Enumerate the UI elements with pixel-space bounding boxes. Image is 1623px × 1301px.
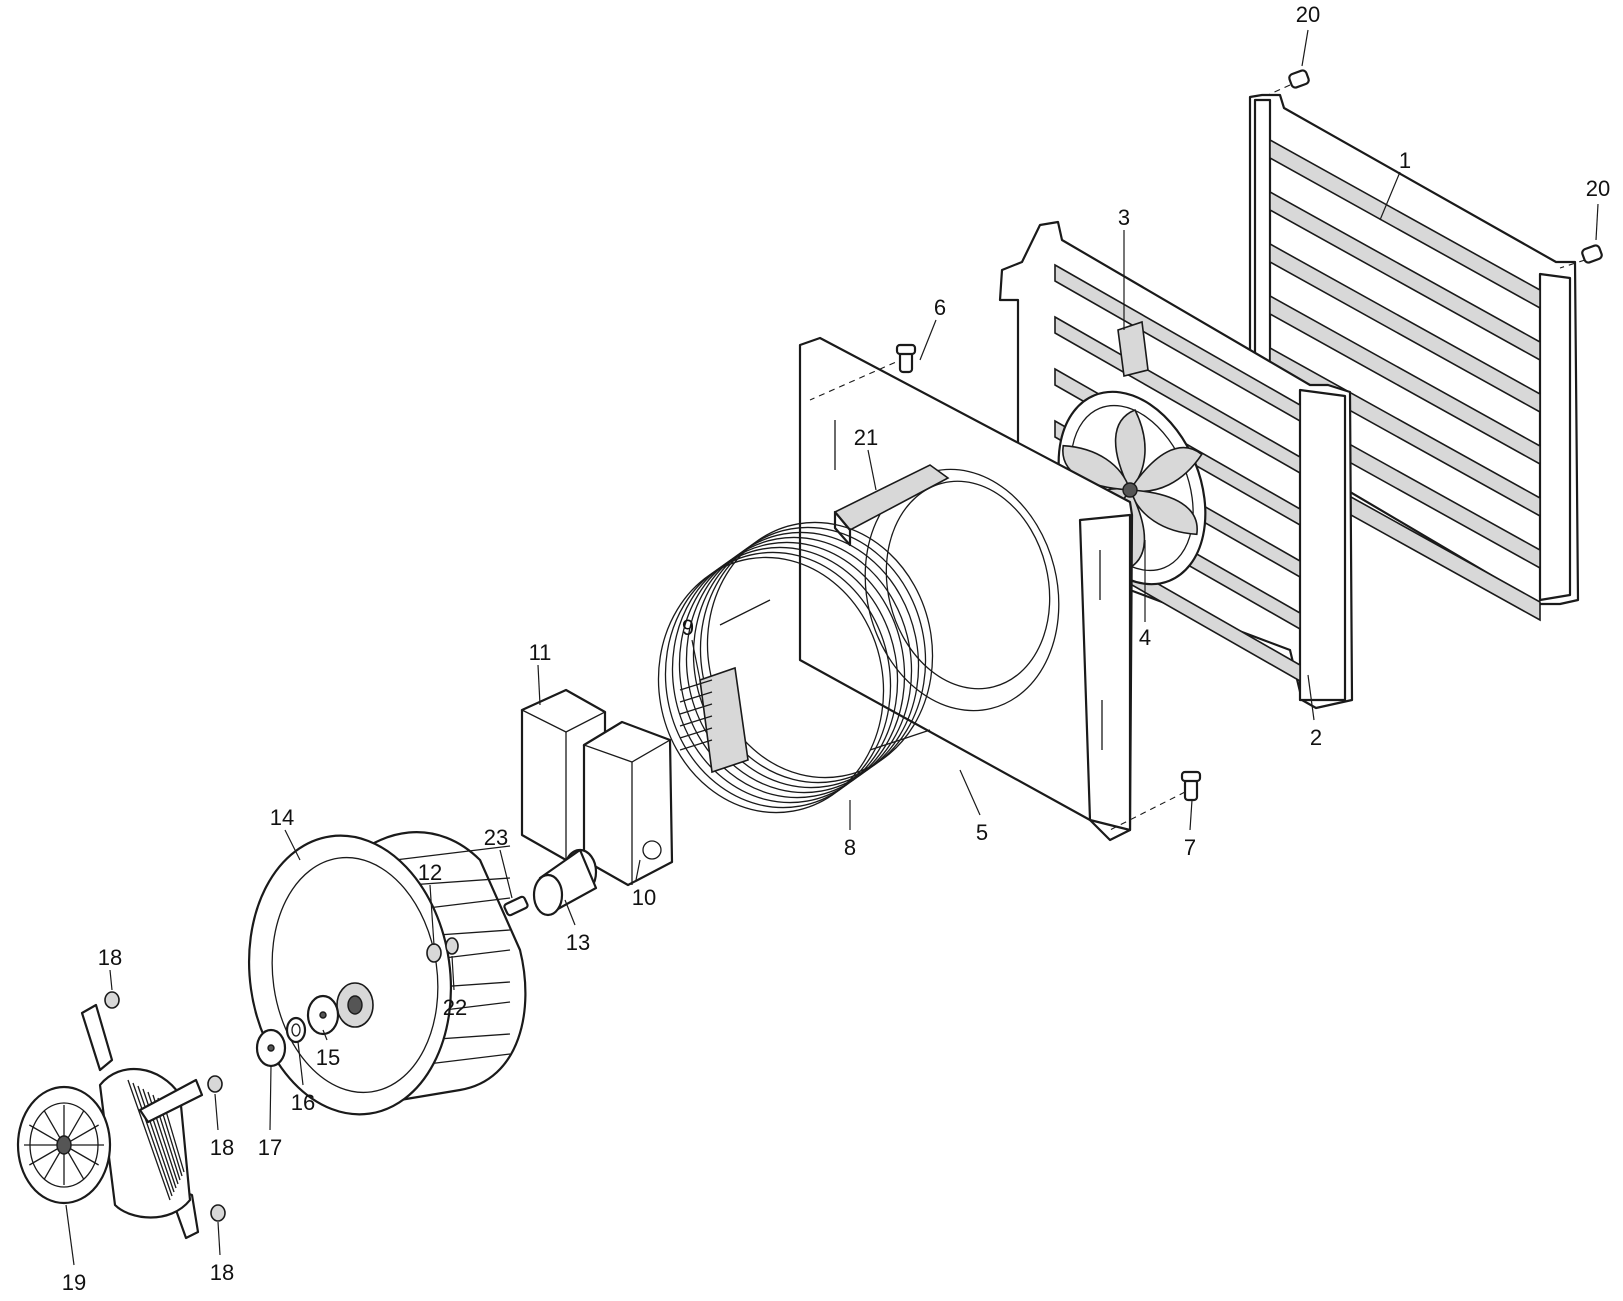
alignment-line-screw-20b — [1559, 259, 1586, 269]
fan-blade — [1128, 446, 1203, 492]
callout-6: 6 — [934, 295, 946, 320]
callout-4: 4 — [1139, 625, 1151, 650]
callout-21: 21 — [854, 425, 878, 450]
callout-18-top: 18 — [98, 945, 122, 970]
callout-15: 15 — [316, 1045, 340, 1070]
screw-18-top — [104, 991, 120, 1009]
terminal-pin — [679, 727, 713, 739]
leader-lines — [65, 29, 1599, 1266]
terminal-pin — [679, 739, 713, 751]
terminal-pin — [679, 679, 713, 691]
coil-ring — [699, 526, 927, 784]
callout-12: 12 — [418, 860, 442, 885]
callout-23: 23 — [484, 825, 508, 850]
callout-17: 17 — [258, 1135, 282, 1160]
heating-coil — [657, 521, 934, 814]
callout-18-bottom: 18 — [210, 1260, 234, 1285]
nut-12 — [426, 943, 442, 963]
callout-5: 5 — [976, 820, 988, 845]
coil-ring — [664, 551, 892, 809]
callout-19: 19 — [62, 1270, 86, 1295]
callout-14: 14 — [270, 805, 294, 830]
screw-20-right — [1581, 244, 1603, 264]
centrifugal-impeller — [247, 831, 527, 1116]
fan-blade — [1114, 408, 1146, 492]
impeller-vane — [394, 845, 511, 861]
fan-blade — [1128, 489, 1198, 536]
motor-fin — [137, 1085, 175, 1193]
callout-16: 16 — [291, 1090, 315, 1115]
disc-17 — [255, 1028, 287, 1068]
control-box — [582, 720, 674, 887]
coil-ring — [692, 531, 920, 789]
callout-11: 11 — [529, 640, 552, 665]
callout-10: 10 — [632, 885, 656, 910]
mounting-bracket — [1117, 320, 1149, 377]
screw-23 — [503, 895, 529, 917]
louvre-slat — [1269, 138, 1541, 310]
louvre-slat — [1269, 242, 1541, 414]
louvre-slat — [1054, 315, 1301, 475]
motor — [16, 1003, 204, 1240]
callout-20-top: 20 — [1296, 2, 1320, 27]
alignment-line-screw-20a — [1267, 84, 1291, 96]
screw-7 — [1180, 770, 1202, 802]
screw-20-top — [1288, 69, 1310, 89]
alignment-line-screw-7 — [1109, 791, 1186, 831]
callout-18-middle: 18 — [210, 1135, 234, 1160]
washer-16 — [285, 1016, 307, 1044]
terminal-block — [679, 666, 749, 774]
screw-18-middle — [207, 1075, 223, 1093]
motor-fin — [127, 1079, 171, 1201]
screw-18-bottom — [210, 1204, 226, 1222]
louvre-slat — [1269, 294, 1541, 466]
disc-15 — [306, 994, 340, 1036]
motor-fin — [132, 1082, 173, 1197]
callout-7: 7 — [1184, 835, 1196, 860]
callout-20-right: 20 — [1586, 176, 1610, 201]
terminal-pin — [679, 703, 713, 715]
terminal-pin — [679, 691, 713, 703]
terminal-pin — [679, 715, 713, 727]
screw-6 — [895, 343, 917, 374]
callout-3: 3 — [1118, 205, 1130, 230]
coil-ring — [671, 546, 899, 804]
callout-13: 13 — [566, 930, 590, 955]
callout-22: 22 — [443, 995, 467, 1020]
sleeve — [532, 848, 598, 917]
callout-2: 2 — [1310, 725, 1322, 750]
callout-labels: 1 2 3 4 5 6 7 8 9 10 11 12 13 14 15 16 1… — [62, 2, 1610, 1295]
louvre-slat — [1269, 190, 1541, 362]
callout-1: 1 — [1399, 148, 1411, 173]
coil-ring — [706, 521, 934, 779]
coil-ring — [685, 536, 913, 794]
middle-louvre-frame — [998, 220, 1354, 710]
callout-9: 9 — [682, 615, 694, 640]
callout-8: 8 — [844, 835, 856, 860]
coil-ring — [657, 556, 885, 814]
washer-22 — [445, 937, 459, 955]
front-panel — [798, 336, 1134, 842]
louvre-slat — [1054, 263, 1301, 423]
